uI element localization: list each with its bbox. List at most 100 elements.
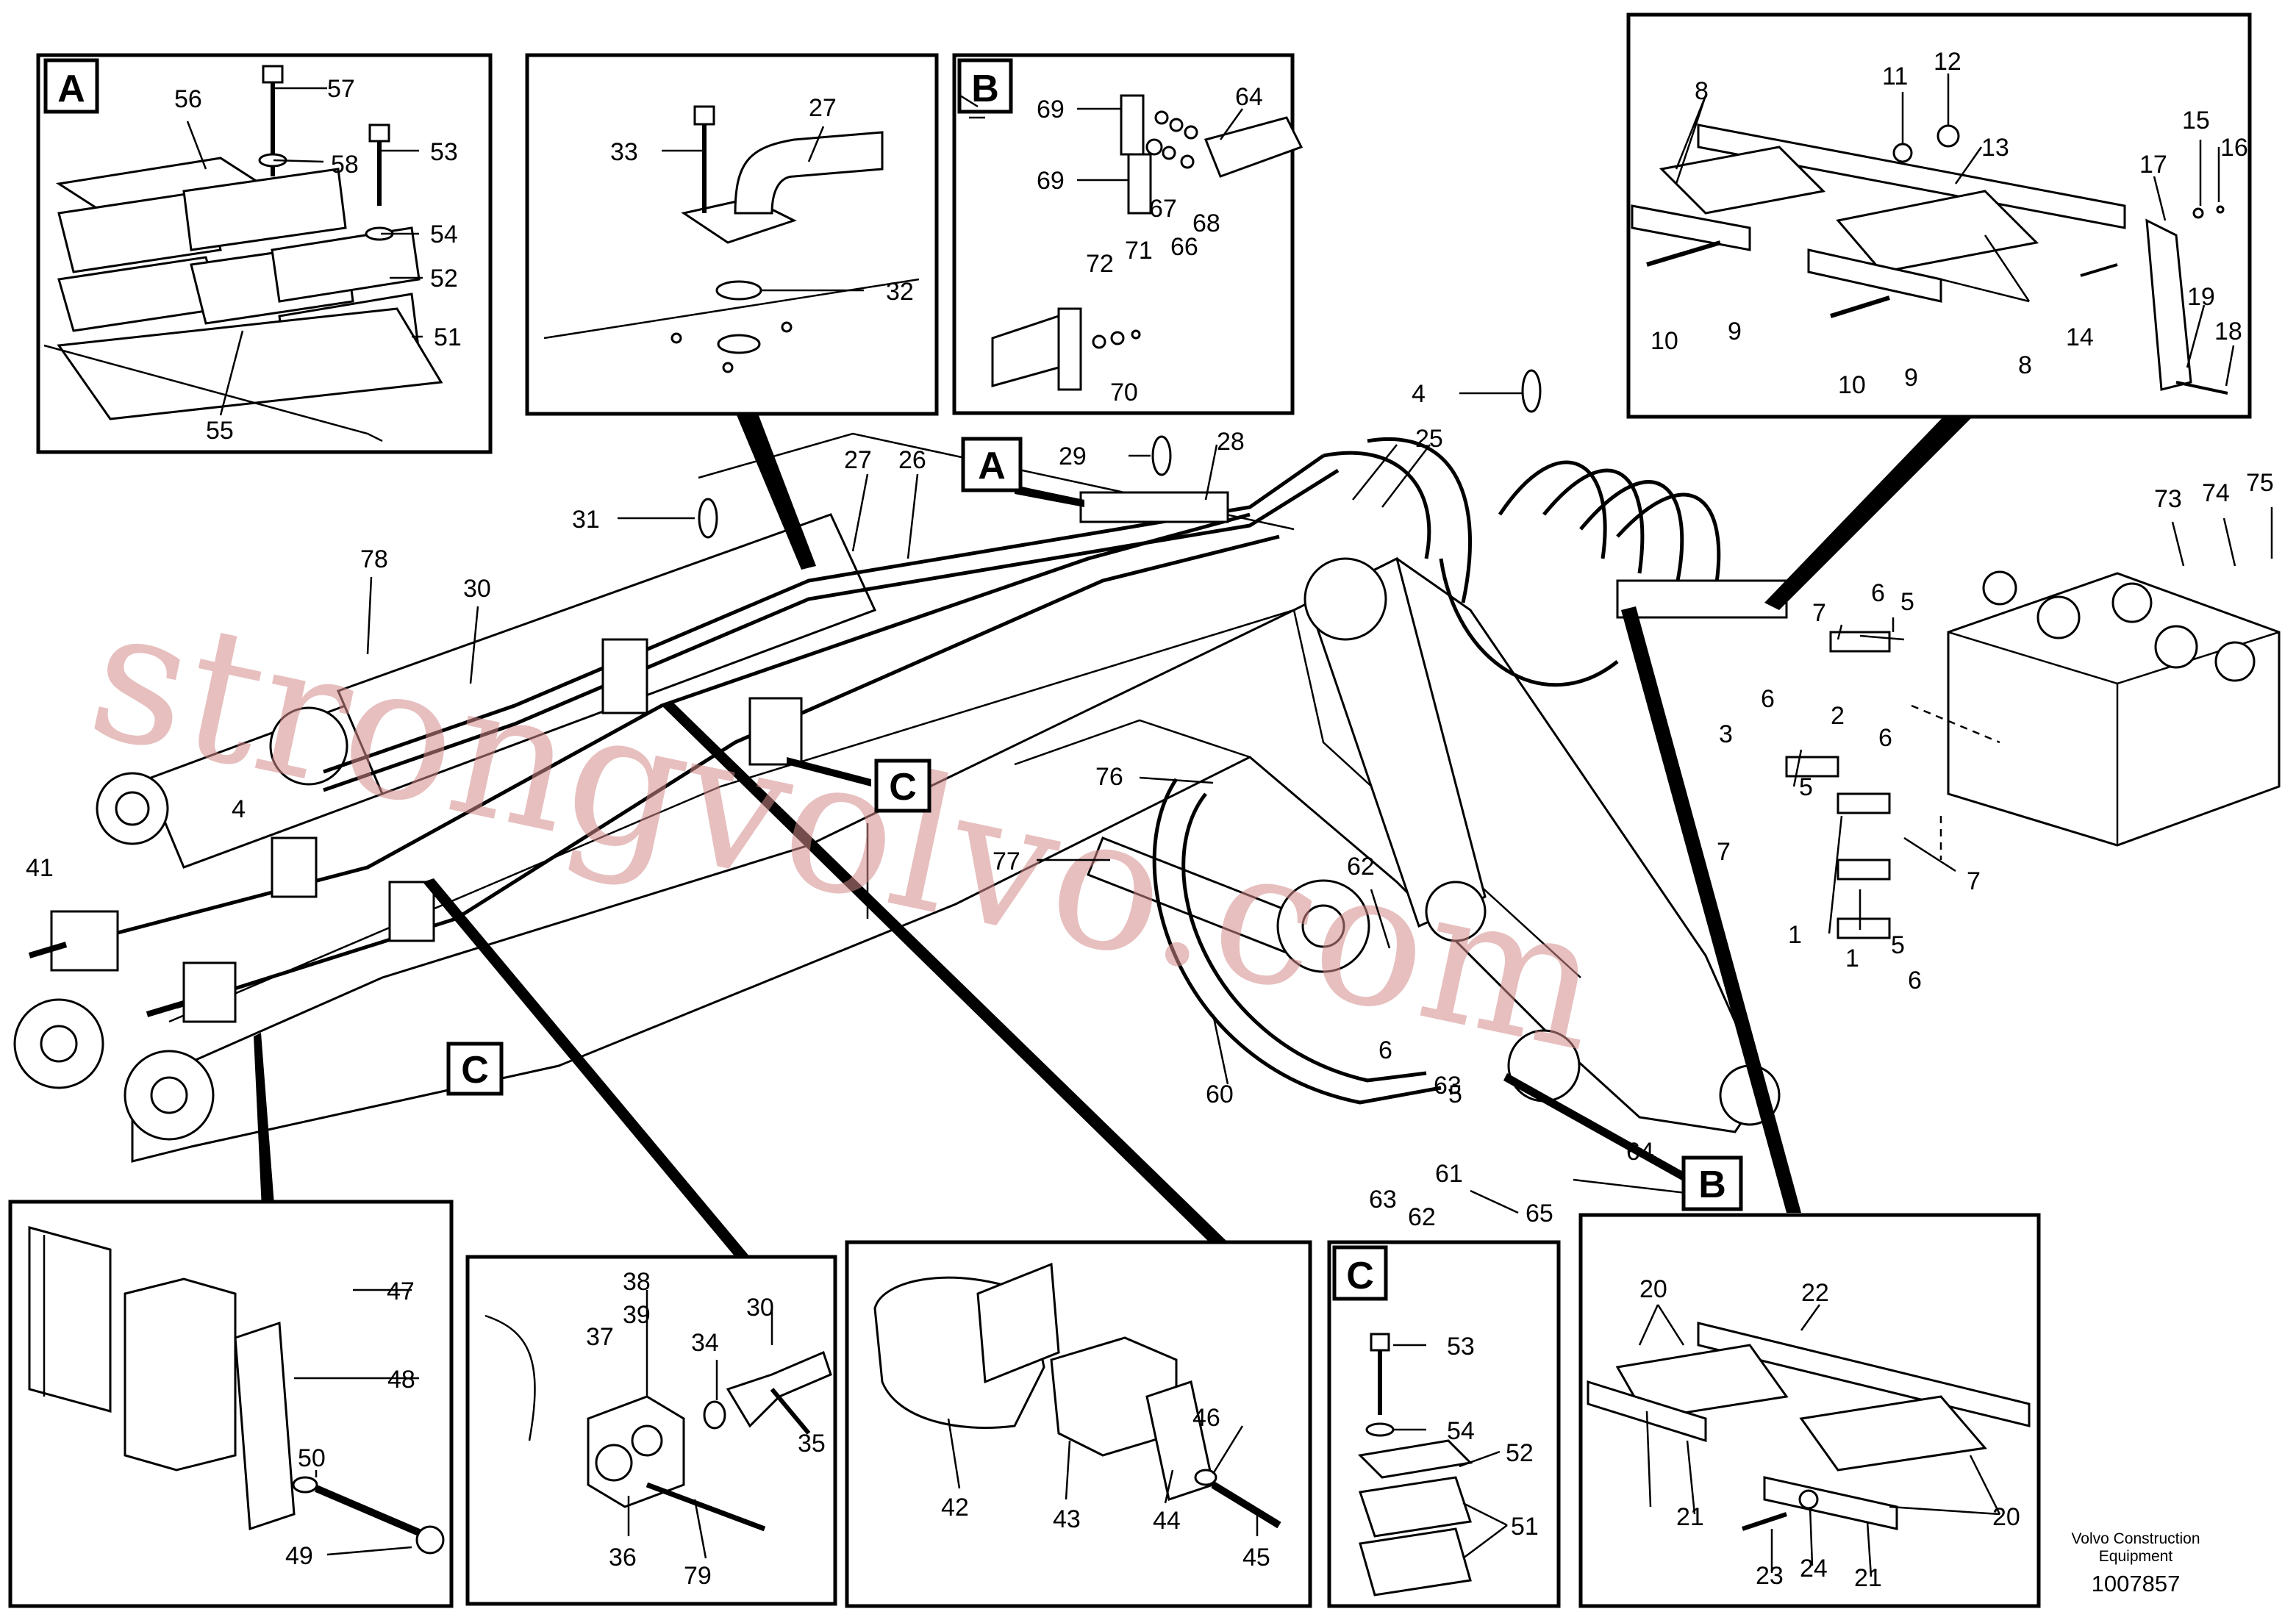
label-54: 54 [430, 221, 458, 248]
label-3: 3 [1719, 720, 1733, 748]
label-69a: 69 [1037, 96, 1065, 123]
detail-clamp-rail-lower-panel [1578, 1213, 2041, 1608]
label-27a: 27 [809, 94, 837, 122]
detail-flange-panel [525, 53, 939, 416]
label-52b: 52 [1506, 1439, 1534, 1467]
label-7b: 7 [1717, 838, 1731, 866]
label-72: 72 [1086, 250, 1114, 278]
label-12: 12 [1934, 48, 1961, 76]
label-6d: 6 [1878, 724, 1892, 752]
label-20b: 20 [1992, 1503, 2020, 1531]
label-68: 68 [1192, 209, 1220, 237]
label-50: 50 [298, 1444, 326, 1472]
label-46: 46 [1192, 1404, 1220, 1432]
label-11: 11 [1882, 62, 1908, 90]
label-45: 45 [1242, 1544, 1270, 1571]
label-51: 51 [434, 323, 462, 351]
label-6e: 6 [1908, 967, 1922, 994]
label-28: 28 [1217, 428, 1245, 456]
label-21a: 21 [1676, 1503, 1704, 1531]
callout-b-main: B [1681, 1155, 1743, 1211]
label-79: 79 [684, 1562, 712, 1590]
label-53: 53 [430, 138, 458, 166]
label-16: 16 [2220, 134, 2248, 162]
label-31: 31 [572, 506, 600, 534]
label-69b: 69 [1037, 167, 1065, 195]
label-41: 41 [26, 854, 54, 882]
svg-text:B: B [1698, 1164, 1726, 1206]
label-4a: 4 [1412, 380, 1426, 408]
label-10b: 10 [1838, 371, 1866, 399]
boom-assembly [13, 412, 2281, 1272]
label-58: 58 [331, 151, 359, 179]
label-30b: 30 [746, 1294, 774, 1322]
label-43: 43 [1053, 1505, 1081, 1533]
label-75: 75 [2246, 469, 2274, 497]
label-8b: 8 [2018, 351, 2032, 379]
part-labels: 57 56 58 53 54 52 51 55 33 27 32 69 64 6… [26, 48, 2274, 1592]
label-9b: 9 [1904, 364, 1918, 392]
label-52: 52 [430, 265, 458, 293]
label-10a: 10 [1651, 327, 1678, 355]
publisher-line-1: Volvo Construction [2071, 1530, 2200, 1547]
label-30a: 30 [463, 575, 491, 603]
label-5c: 5 [1799, 773, 1813, 801]
label-77: 77 [993, 847, 1020, 875]
label-62a: 62 [1347, 853, 1375, 881]
label-6a: 6 [1378, 1036, 1392, 1064]
label-20a: 20 [1639, 1275, 1667, 1303]
leader-lines [186, 74, 2273, 1577]
label-6c: 6 [1761, 685, 1775, 713]
detail-b-panel: B [952, 53, 1303, 415]
label-55: 55 [206, 417, 234, 445]
label-47: 47 [387, 1277, 415, 1305]
label-22: 22 [1801, 1279, 1829, 1307]
detail-valve-block-panel [465, 1255, 837, 1606]
label-5d: 5 [1891, 931, 1905, 959]
svg-text:A: A [978, 445, 1006, 487]
detail-a-panel: A [36, 53, 493, 454]
label-48: 48 [387, 1366, 415, 1394]
svg-text:C: C [461, 1049, 489, 1092]
detail-clamp-rail-panel [1626, 12, 2252, 419]
label-35: 35 [798, 1430, 826, 1458]
label-63b: 63 [1369, 1186, 1397, 1214]
label-66: 66 [1170, 233, 1198, 261]
label-13: 13 [1981, 134, 2009, 162]
label-64a: 64 [1235, 83, 1263, 111]
label-19: 19 [2187, 283, 2215, 311]
document-number: 1007857 [2092, 1571, 2181, 1596]
label-67: 67 [1149, 195, 1177, 223]
detail-boom-foot-clamp-panel [8, 1200, 454, 1608]
publisher-line-2: Equipment [2099, 1548, 2173, 1565]
label-38: 38 [623, 1268, 651, 1296]
label-25: 25 [1415, 425, 1443, 453]
label-60: 60 [1206, 1080, 1234, 1108]
label-2: 2 [1831, 702, 1845, 730]
label-36: 36 [609, 1544, 637, 1571]
label-76: 76 [1095, 763, 1123, 791]
label-32: 32 [886, 278, 914, 306]
label-34: 34 [691, 1329, 719, 1357]
label-21b: 21 [1854, 1564, 1882, 1592]
detail-a-letter: A [57, 68, 85, 110]
label-74: 74 [2202, 479, 2230, 507]
callout-c-main-right: C [874, 759, 931, 813]
label-27b: 27 [844, 446, 872, 474]
label-33: 33 [610, 138, 638, 166]
label-78: 78 [360, 545, 388, 573]
label-8a: 8 [1695, 77, 1709, 105]
label-65: 65 [1526, 1200, 1553, 1227]
detail-c-panel: C [1327, 1240, 1561, 1608]
label-15: 15 [2182, 107, 2210, 135]
label-17: 17 [2139, 151, 2167, 179]
label-24: 24 [1800, 1555, 1828, 1583]
label-64b: 64 [1626, 1138, 1654, 1166]
label-57: 57 [327, 75, 355, 103]
label-6b: 6 [1871, 579, 1885, 607]
label-51b: 51 [1511, 1513, 1539, 1541]
detail-c-letter: C [1346, 1255, 1374, 1297]
label-44: 44 [1153, 1507, 1181, 1535]
